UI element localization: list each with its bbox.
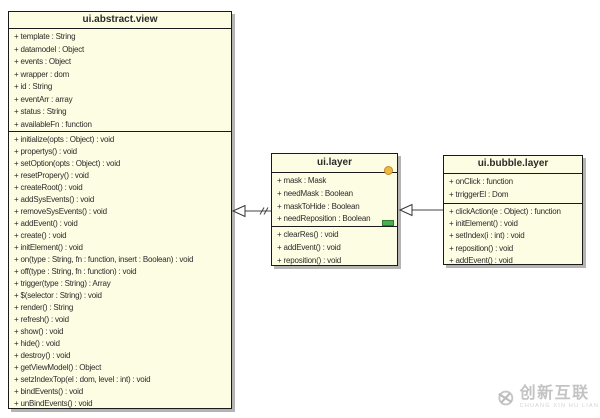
class-attributes-section: + mask : Mask + needMask : Boolean + maskT…	[272, 173, 397, 226]
class-method: + clearRes() : void	[277, 230, 339, 239]
hollow-triangle-arrowhead	[231, 204, 246, 218]
class-title: ui.layer	[272, 154, 397, 173]
class-method: + create() : void	[14, 231, 67, 240]
class-box-ui-abstract-view[interactable]: ui.abstract.view + template : String + da…	[8, 11, 232, 409]
class-method: + getViewModel() : Object	[14, 363, 102, 372]
class-attribute: + availableFn : function	[14, 119, 92, 129]
class-attributes-section: + onClick : function + trriggerEl : Dom	[444, 174, 582, 203]
class-method: + initElement() : void	[14, 243, 83, 252]
class-attribute: + id : String	[14, 82, 53, 91]
class-attribute: + datamodel : Object	[14, 44, 85, 54]
class-attribute: + mask : Mask	[277, 176, 327, 185]
class-title: ui.bubble.layer	[444, 156, 582, 174]
class-attribute: + template : String	[14, 32, 76, 41]
class-attribute: + status : String	[14, 107, 67, 116]
class-title: ui.abstract.view	[9, 12, 231, 29]
class-method: + addSysEvents() : void	[14, 195, 95, 204]
class-method: + createRoot() : void	[14, 183, 83, 192]
class-method: + on(type : String, fn : function, inser…	[14, 255, 194, 264]
class-methods-section: + clickAction(e : Object) : function + in…	[444, 203, 582, 266]
class-method: + clickAction(e : Object) : function	[449, 207, 561, 216]
class-methods-section: + initialize(opts : Object) : void + prop…	[9, 131, 231, 410]
class-method: + resetPropery() : void	[14, 171, 89, 180]
class-method: + trigger(type : String) : Array	[14, 279, 111, 288]
class-method: + $(selector : String) : void	[14, 291, 102, 300]
watermark-text: 创新互联	[519, 385, 590, 403]
class-attribute: + trriggerEl : Dom	[449, 189, 509, 199]
class-box-ui-bubble-layer[interactable]: ui.bubble.layer + onClick : function + tr…	[443, 155, 583, 265]
class-method: + refresh() : void	[14, 315, 69, 324]
watermark: 创新互联 CHUANG XIN HU LIAN	[497, 381, 599, 415]
class-method: + destroy() : void	[14, 351, 71, 360]
class-method: + off(type : String, fn : function) : vo…	[14, 267, 137, 276]
generalization-arrow-layer-to-abstract-view	[231, 204, 271, 218]
class-method: + removeSysEvents() : void	[14, 207, 107, 216]
class-attribute: + onClick : function	[449, 177, 513, 186]
class-method: + hide() : void	[14, 339, 60, 348]
line-tick-mark	[263, 207, 269, 215]
class-attribute: + wrapper : dom	[14, 69, 70, 79]
watermark-logo-icon	[498, 390, 514, 406]
class-method: + initialize(opts : Object) : void	[14, 135, 115, 144]
class-attribute: + maskToHide : Boolean	[277, 201, 360, 211]
class-method: + addEvent() : void	[277, 242, 341, 252]
class-method: + render() : String	[14, 303, 74, 312]
class-method: + addEvent() : void	[449, 255, 513, 265]
generalization-arrow-bubble-layer-to-layer	[398, 203, 443, 217]
class-method: + setOption(opts : Object) : void	[14, 159, 121, 168]
class-attribute: + needMask : Boolean	[277, 188, 353, 198]
yellow-dot-marker	[384, 166, 393, 175]
class-attribute: + needReposition : Boolean	[277, 214, 371, 224]
class-method: + bindEvents() : void	[14, 387, 83, 396]
class-method: + unBindEvents() : void	[14, 399, 93, 408]
class-method: + reposition() : void	[449, 243, 514, 253]
hollow-triangle-arrowhead	[398, 203, 413, 217]
class-method: + initElement() : void	[449, 219, 518, 229]
class-box-ui-layer[interactable]: ui.layer + mask : Mask + needMask : Boole…	[271, 153, 398, 266]
green-bar-marker	[382, 220, 394, 226]
class-method: + show() : void	[14, 327, 64, 336]
line-tick-mark	[259, 207, 265, 215]
class-method: + setIndex(i : int) : void	[449, 231, 525, 241]
class-method: + propertys() : void	[14, 147, 77, 156]
class-method: + reposition() : void	[277, 255, 342, 265]
class-attributes-section: + template : String + datamodel : Object +…	[9, 29, 231, 131]
class-attribute: + events : Object	[14, 57, 71, 66]
watermark-subtext: CHUANG XIN HU LIAN	[519, 403, 599, 410]
class-method: + setzIndexTop(el : dom, level : int) : …	[14, 375, 151, 384]
class-attribute: + eventArr : array	[14, 94, 73, 104]
class-method: + addEvent() : void	[14, 219, 78, 228]
class-methods-section: + clearRes() : void + addEvent() : void + …	[272, 226, 397, 267]
